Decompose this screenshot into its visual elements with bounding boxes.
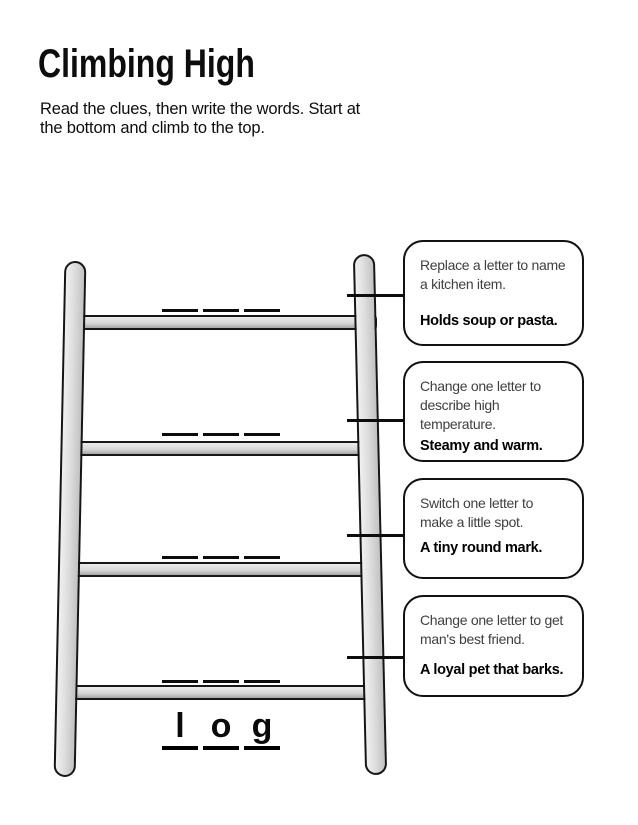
answer-blank[interactable] bbox=[244, 433, 280, 436]
answer-blank[interactable] bbox=[244, 680, 280, 683]
answer-blank[interactable] bbox=[244, 556, 280, 559]
clue-hint: Holds soup or pasta. bbox=[420, 313, 558, 329]
ladder-rung-3 bbox=[72, 562, 377, 577]
clue-hint: A loyal pet that barks. bbox=[420, 662, 564, 678]
answer-blank-row-2 bbox=[162, 433, 280, 436]
clue-instruction-line: Replace a letter to name bbox=[420, 257, 566, 273]
ladder-rung-4 bbox=[72, 685, 377, 700]
answer-blank[interactable] bbox=[162, 309, 198, 312]
clue-instruction-line: a kitchen item. bbox=[420, 276, 506, 292]
clue-connector-line-1 bbox=[347, 294, 405, 297]
start-word: l o g bbox=[162, 706, 280, 750]
answer-blank[interactable] bbox=[203, 309, 239, 312]
clue-instruction-line: man's best friend. bbox=[420, 631, 525, 647]
clue-instruction-line: Change one letter to get bbox=[420, 612, 564, 628]
clue-connector-line-2 bbox=[347, 419, 405, 422]
instructions-text: Read the clues, then write the words. St… bbox=[40, 100, 360, 138]
clue-instruction-line: temperature. bbox=[420, 416, 496, 432]
page-title: Climbing High bbox=[38, 42, 255, 86]
answer-blank[interactable] bbox=[203, 556, 239, 559]
clue-box-1: Replace a letter to name a kitchen item.… bbox=[403, 240, 584, 346]
answer-blank-row-1 bbox=[162, 309, 280, 312]
answer-blank[interactable] bbox=[203, 433, 239, 436]
clue-instruction-line: Switch one letter to bbox=[420, 495, 534, 511]
clue-instruction-line: Change one letter to bbox=[420, 378, 541, 394]
clue-box-3: Switch one letter to make a little spot.… bbox=[403, 478, 584, 579]
clue-hint: Steamy and warm. bbox=[420, 438, 543, 454]
clue-connector-line-3 bbox=[347, 534, 405, 537]
answer-blank[interactable] bbox=[244, 309, 280, 312]
answer-blank[interactable] bbox=[162, 556, 198, 559]
ladder-rung-1 bbox=[72, 315, 377, 330]
start-letter: o bbox=[203, 706, 239, 750]
clue-hint: A tiny round mark. bbox=[420, 540, 543, 556]
clue-box-4: Change one letter to get man's best frie… bbox=[403, 595, 584, 697]
answer-blank[interactable] bbox=[162, 680, 198, 683]
answer-blank[interactable] bbox=[203, 680, 239, 683]
clue-instruction-line: describe high bbox=[420, 397, 500, 413]
ladder-rung-2 bbox=[72, 441, 377, 456]
instructions-line-2: the bottom and climb to the top. bbox=[40, 119, 265, 137]
instructions-line-1: Read the clues, then write the words. St… bbox=[40, 100, 361, 118]
answer-blank-row-3 bbox=[162, 556, 280, 559]
clue-connector-line-4 bbox=[347, 656, 405, 659]
answer-blank[interactable] bbox=[162, 433, 198, 436]
clue-box-2: Change one letter to describe high tempe… bbox=[403, 361, 584, 462]
answer-blank-row-4 bbox=[162, 680, 280, 683]
clue-instruction-line: make a little spot. bbox=[420, 514, 524, 530]
start-letter: g bbox=[244, 706, 280, 750]
start-letter: l bbox=[162, 706, 198, 750]
